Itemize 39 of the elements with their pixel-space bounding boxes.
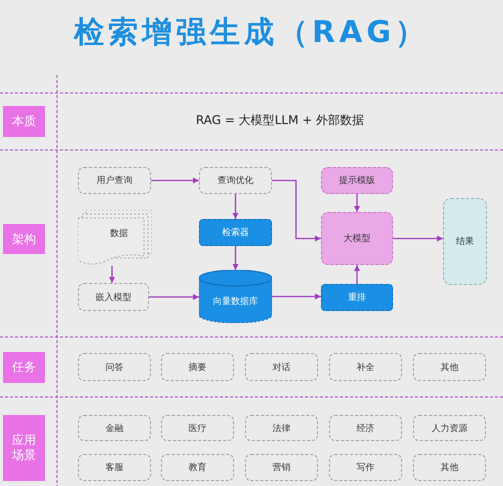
section-label: 应用场景 bbox=[3, 415, 45, 481]
process-box: 大模型 bbox=[321, 212, 393, 265]
task-box: 对话 bbox=[245, 353, 318, 381]
arrow bbox=[272, 294, 321, 300]
process-box: 提示模版 bbox=[321, 167, 393, 194]
arrow bbox=[354, 265, 360, 284]
scenario-box: 营销 bbox=[245, 454, 318, 481]
section-label: 任务 bbox=[3, 352, 45, 383]
scenario-box: 金融 bbox=[78, 415, 151, 441]
scenario-box: 人力资源 bbox=[413, 415, 486, 441]
task-box: 问答 bbox=[78, 353, 151, 381]
arrow bbox=[109, 266, 115, 283]
process-box: 重排 bbox=[321, 284, 393, 311]
scenario-box: 经济 bbox=[329, 415, 402, 441]
formula-text: RAG = 大模型LLM + 外部数据 bbox=[194, 112, 366, 129]
process-box: 嵌入模型 bbox=[78, 283, 149, 311]
task-box: 摘要 bbox=[161, 353, 234, 381]
task-box: 其他 bbox=[413, 353, 486, 381]
section-label: 本质 bbox=[3, 106, 45, 137]
process-box: 结果 bbox=[443, 198, 487, 285]
arrow bbox=[393, 236, 443, 242]
arrow bbox=[232, 194, 238, 219]
section-label: 架构 bbox=[3, 224, 45, 254]
arrow bbox=[354, 194, 360, 212]
arrow bbox=[151, 178, 199, 184]
arrow bbox=[272, 180, 321, 242]
scenario-box: 客服 bbox=[78, 454, 151, 481]
scenario-box: 其他 bbox=[413, 454, 486, 481]
title: 检索增强生成（RAG） bbox=[72, 14, 430, 52]
scenario-box: 法律 bbox=[245, 415, 318, 441]
process-box: 检索器 bbox=[199, 219, 272, 246]
task-box: 补全 bbox=[329, 353, 402, 381]
scenario-box: 写作 bbox=[329, 454, 402, 481]
process-box: 用户查询 bbox=[78, 167, 151, 194]
scenario-box: 医疗 bbox=[161, 415, 234, 441]
arrow bbox=[149, 294, 199, 300]
arrow bbox=[232, 246, 238, 270]
scenario-box: 教育 bbox=[161, 454, 234, 481]
process-box: 查询优化 bbox=[199, 167, 272, 194]
